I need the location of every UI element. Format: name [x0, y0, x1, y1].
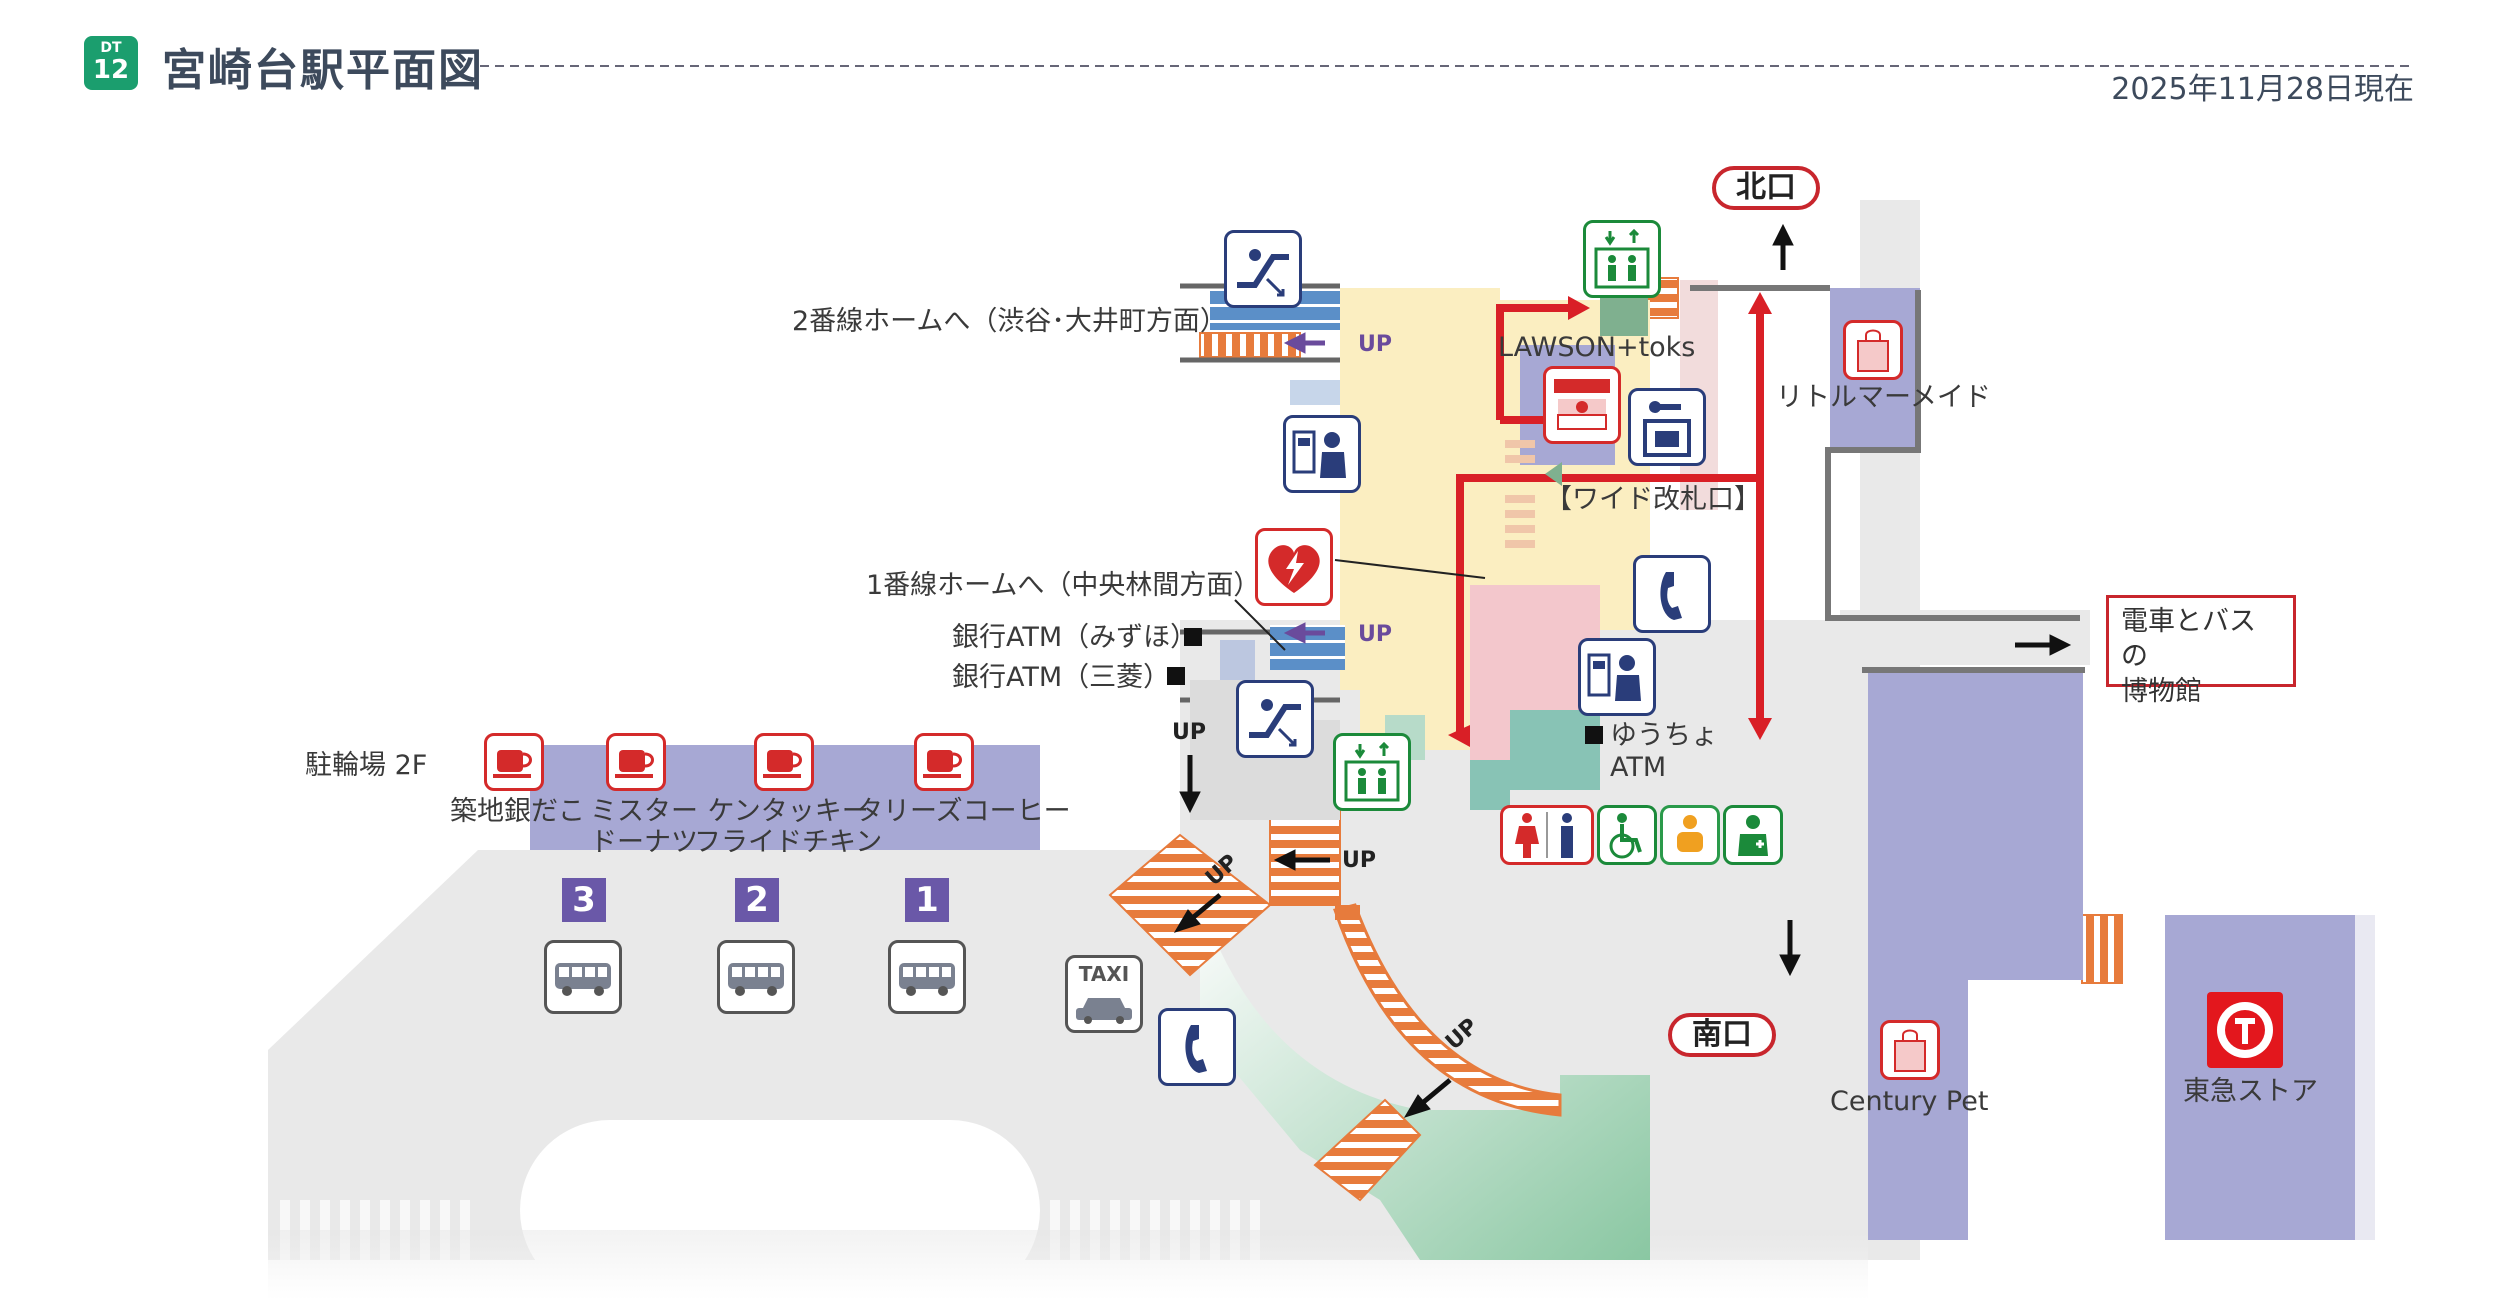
route-arrowheads [1448, 292, 1772, 747]
building-walls [1690, 285, 2085, 673]
direction-arrows [1173, 223, 2072, 1118]
ticket-machine-icon [1578, 638, 1656, 716]
kfc-line2: フライドチキン [694, 827, 883, 859]
restroom-icon [1500, 805, 1594, 865]
bus-icon [544, 940, 622, 1014]
kfc-label: ケンタッキー フライドチキン [694, 796, 882, 858]
phone-icon [1158, 1008, 1236, 1086]
date-label: 2025年11月28日現在 [2111, 72, 2414, 107]
wheelchair-icon [1597, 805, 1657, 865]
south-exit: 南口 [1668, 1013, 1776, 1057]
locker-icon [1628, 388, 1706, 466]
bus-bay-1: 1 [905, 878, 949, 922]
little-mermaid-label: リトルマーメイド [1776, 382, 1991, 413]
cafe-icon [606, 733, 666, 791]
baby-icon [1660, 805, 1720, 865]
atm-yucho-sub: ATM [1610, 752, 1667, 783]
phone-icon [1633, 555, 1711, 633]
aed-icon [1255, 528, 1333, 606]
up-label: UP [1358, 332, 1392, 357]
museum-line2: 博物館 [2121, 676, 2202, 708]
gate-marker [1545, 462, 1562, 486]
tsukiji-gindaco-label: 築地銀だこ [450, 796, 585, 827]
mister-donut-line1: ミスター [590, 796, 698, 827]
platform1-label: 1番線ホームへ（中央林間方面） [866, 570, 1261, 601]
cafe-icon [754, 733, 814, 791]
up-label: UP [1172, 720, 1206, 745]
tokyu-logo-icon [2207, 992, 2283, 1068]
elevator-icon [1583, 220, 1661, 298]
toilet-block [1510, 710, 1600, 790]
first-aid-icon [1723, 805, 1783, 865]
museum-sign: 電車とバスの 博物館 [2106, 595, 2296, 707]
up-label: UP [1342, 848, 1376, 873]
taxi-icon: TAXI [1065, 955, 1143, 1033]
cafe-icon [484, 733, 544, 791]
escalator-icon [1236, 680, 1314, 758]
green-slope [1200, 900, 1650, 1260]
bus-bay-2: 2 [735, 878, 779, 922]
tokyu-store-label: 東急ストア [2183, 1076, 2318, 1107]
escalator-icon [1224, 230, 1302, 308]
bicycle-parking-label: 駐輪場 2F [305, 750, 428, 781]
mister-donut-line2: ドーナツ [590, 827, 698, 859]
shopping-bag-icon [1843, 320, 1903, 380]
ticket-area [1290, 380, 1340, 405]
tullys-label: タリーズコーヒー [856, 796, 1071, 827]
shopping-bag-icon [1880, 1020, 1940, 1080]
line-code: DT [100, 40, 122, 56]
lawson-label: LAWSON+toks [1498, 332, 1696, 363]
page-title: 宮崎台駅平面図 [162, 45, 484, 96]
curved-stair [1333, 903, 1562, 1117]
bus-icon [888, 940, 966, 1014]
station-number: 12 [92, 55, 130, 85]
shop-icon [1543, 366, 1621, 444]
line-badge: DT 12 [84, 36, 138, 90]
up-label: UP [1358, 622, 1392, 647]
mister-donut-label: ミスター ドーナツ [590, 796, 698, 858]
atm-yucho-label: ゆうちょ [1610, 720, 1718, 751]
atm-mufg-label: 銀行ATM（三菱） [952, 662, 1171, 693]
museum-line1: 電車とバスの [2121, 606, 2256, 673]
ticket-machine-icon [1283, 415, 1361, 493]
bus-bay-3: 3 [562, 878, 606, 922]
taxi-label: TAXI [1078, 962, 1130, 986]
wide-gate-label: 【ワイド改札口】 [1545, 484, 1761, 515]
platform2-label: 2番線ホームへ（渋谷･大井町方面） [792, 306, 1227, 337]
north-exit: 北口 [1712, 166, 1820, 210]
bus-icon [717, 940, 795, 1014]
cafe-icon [914, 733, 974, 791]
kfc-line1: ケンタッキー [707, 796, 869, 827]
station-office [1470, 585, 1600, 720]
atm-mizuho-label: 銀行ATM（みずほ） [952, 622, 1198, 653]
elevator-icon [1333, 733, 1411, 811]
century-pet-label: Century Pet [1830, 1086, 1989, 1117]
